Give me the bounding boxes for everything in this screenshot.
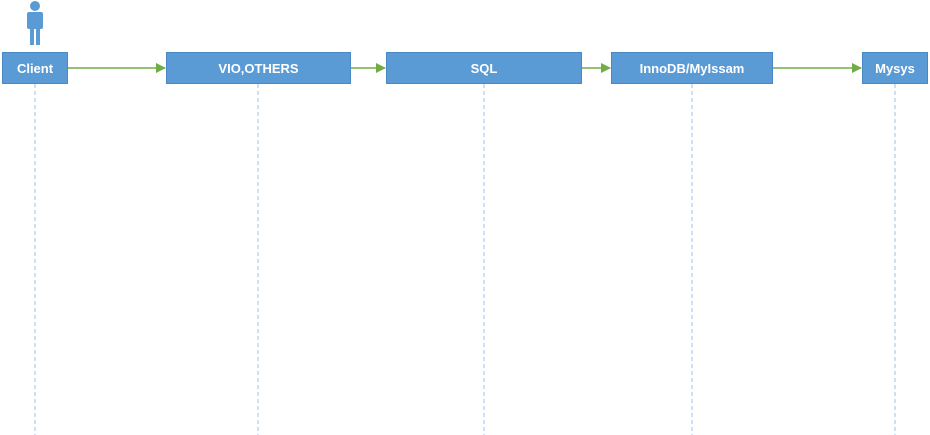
person-icon xyxy=(27,1,43,45)
participant-client: Client xyxy=(2,52,68,84)
participant-vio-others-label: VIO,OTHERS xyxy=(218,60,299,76)
participant-mysys-label: Mysys xyxy=(875,60,915,76)
participant-innodb-myissam: InnoDB/MyIssam xyxy=(611,52,773,84)
participant-innodb-myissam-label: InnoDB/MyIssam xyxy=(639,60,745,76)
participant-client-label: Client xyxy=(16,60,54,76)
participant-vio-others: VIO,OTHERS xyxy=(166,52,351,84)
participant-sql: SQL xyxy=(386,52,582,84)
participant-mysys: Mysys xyxy=(862,52,928,84)
participant-sql-label: SQL xyxy=(470,60,498,76)
